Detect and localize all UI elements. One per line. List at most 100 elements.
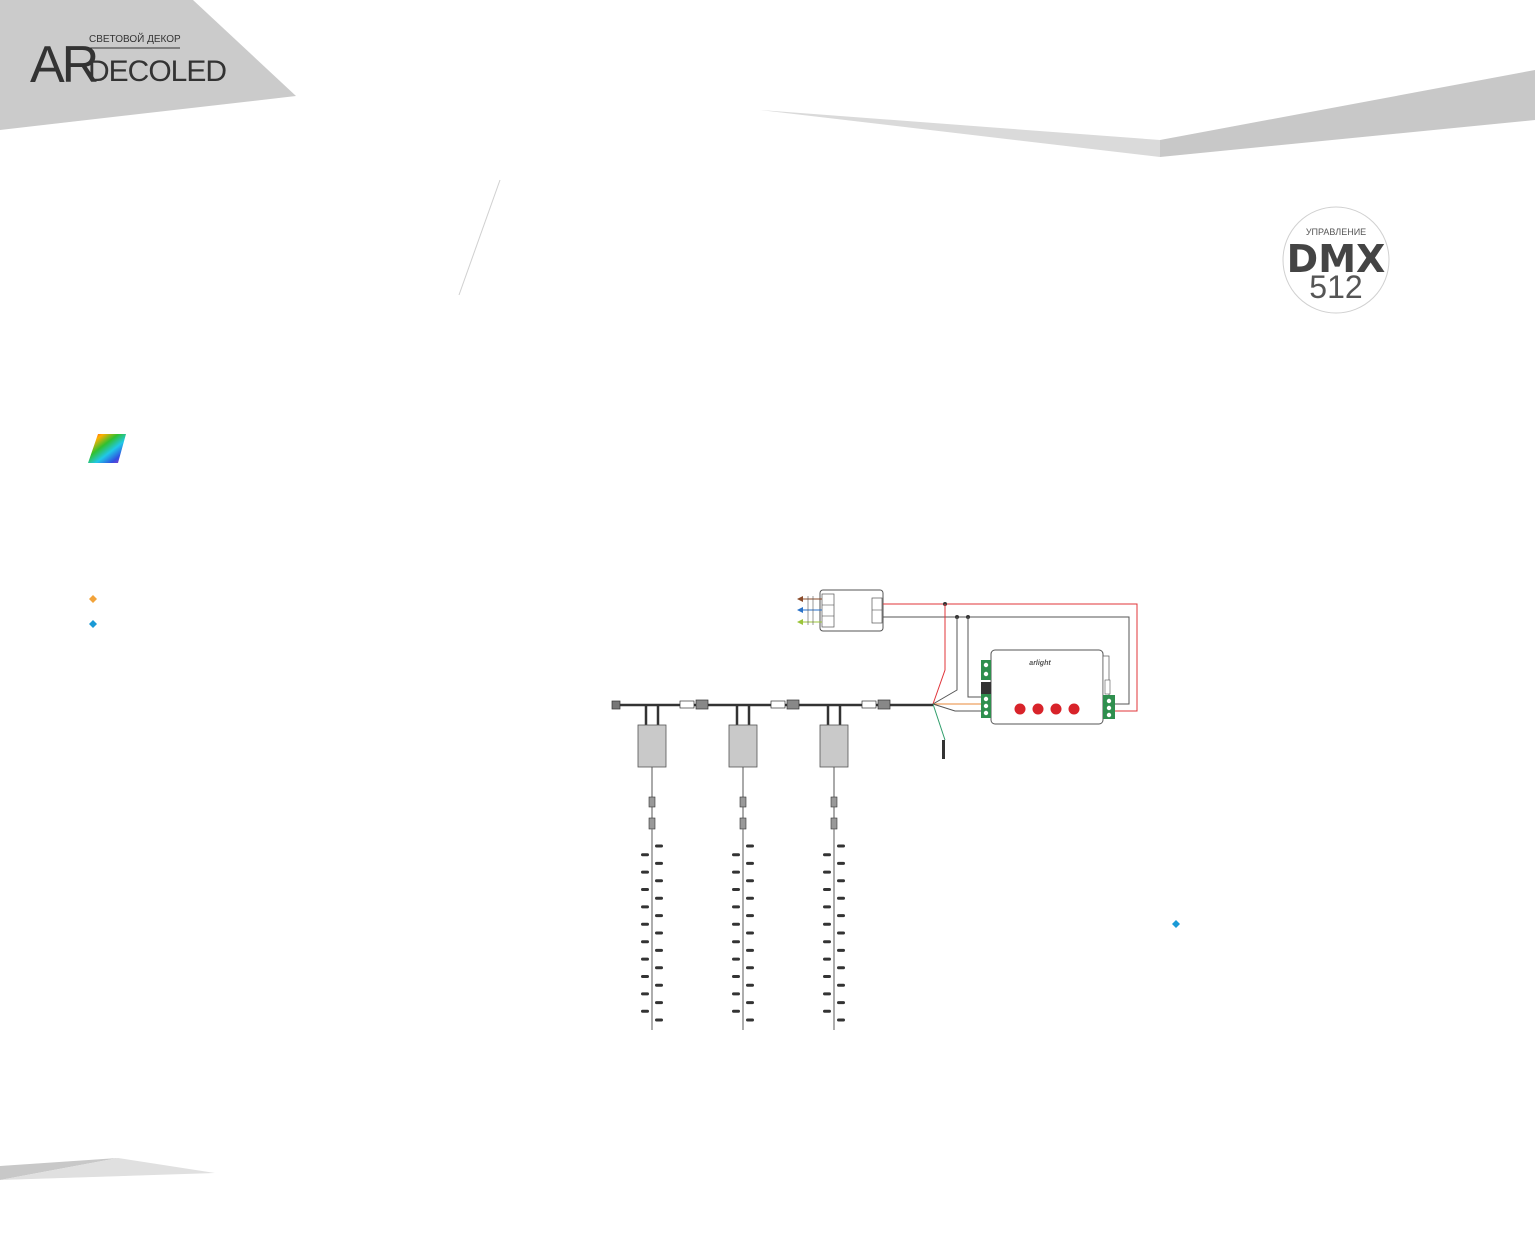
logo[interactable]: AR СВЕТОВОЙ ДЕКОР DECOLED xyxy=(30,32,227,94)
rgb-rainbow-icon xyxy=(88,434,126,463)
led-bulb xyxy=(732,940,740,944)
mains-arrow-l-icon xyxy=(797,596,803,602)
led-bulb xyxy=(837,1001,845,1005)
led-bulb xyxy=(641,975,649,978)
header-swoosh-right xyxy=(1160,70,1535,157)
psu-negative-wire xyxy=(883,616,1130,705)
controller-button-4 xyxy=(1068,703,1080,715)
led-bulb xyxy=(655,983,663,987)
decoder-branch-wire xyxy=(644,705,660,725)
badge-top-text: УПРАВЛЕНИЕ xyxy=(1306,227,1366,237)
led-bulb xyxy=(746,1001,754,1005)
led-bulb xyxy=(732,888,740,891)
led-bulb xyxy=(837,1018,845,1022)
string-connector-female xyxy=(739,817,747,830)
led-bulb xyxy=(732,870,740,874)
led-bulb xyxy=(641,888,649,891)
power-output-terminal xyxy=(871,597,883,624)
led-bulb xyxy=(823,992,831,996)
orange-bullet-icon xyxy=(89,595,97,603)
cable-connector-1 xyxy=(679,699,709,710)
led-bulb xyxy=(732,992,740,996)
led-bulb xyxy=(746,914,754,918)
led-bulb xyxy=(655,966,663,970)
led-bulb xyxy=(746,931,754,935)
string-connector-female xyxy=(830,817,838,830)
led-bulb xyxy=(641,1009,649,1013)
led-bulb xyxy=(837,844,845,848)
string-connector-male xyxy=(648,796,656,808)
decoder-branch-wire xyxy=(826,705,842,725)
wiring-diagram: arlight xyxy=(611,589,1138,1030)
led-bulb xyxy=(655,861,663,865)
led-bulb xyxy=(655,948,663,952)
branch-gray-wire xyxy=(932,617,958,705)
cable-connector-3 xyxy=(861,699,891,710)
cable-connector-2 xyxy=(770,699,800,710)
led-bulb xyxy=(655,1001,663,1005)
led-bulb xyxy=(837,879,845,883)
led-bulb xyxy=(746,896,754,900)
decoder-string-3 xyxy=(819,705,849,1030)
led-bulb xyxy=(655,844,663,848)
decor-diagonal-line xyxy=(458,179,501,296)
string-connector-male xyxy=(830,796,838,808)
decoder-branch-wire xyxy=(735,705,751,725)
led-bulb xyxy=(746,861,754,865)
led-bulb xyxy=(837,896,845,900)
dmx-controller: arlight xyxy=(981,649,1115,725)
led-bulb xyxy=(823,922,831,926)
dmx512-badge: УПРАВЛЕНИЕ DMX 512 xyxy=(1282,206,1390,314)
decoder-module xyxy=(728,724,758,768)
led-bulb xyxy=(655,879,663,883)
controller-terminal-top xyxy=(981,660,991,680)
decoder-module xyxy=(637,724,667,768)
badge-dmx-text: DMX xyxy=(1287,237,1386,281)
blue-bullet-icon xyxy=(89,620,97,628)
terminator-wire xyxy=(932,703,946,741)
led-bulb xyxy=(837,966,845,970)
led-bulb xyxy=(746,844,754,848)
led-bulb xyxy=(837,983,845,987)
power-input-terminal xyxy=(821,593,835,628)
branch-red-wire xyxy=(932,604,946,705)
led-bulb xyxy=(732,922,740,926)
led-bulb xyxy=(823,905,831,909)
led-bulb xyxy=(823,975,831,978)
mains-arrow-pe-icon xyxy=(797,619,803,625)
led-bulb xyxy=(746,983,754,987)
led-bulb xyxy=(746,879,754,883)
led-bulb xyxy=(837,931,845,935)
psu-positive-wire xyxy=(883,603,1138,712)
decoder-module xyxy=(819,724,849,768)
led-bulb xyxy=(641,870,649,874)
led-bulb xyxy=(823,870,831,874)
blue-bullet-icon-right xyxy=(1172,920,1180,928)
decoder-string-2 xyxy=(728,705,758,1030)
led-bulb xyxy=(746,966,754,970)
led-bulb xyxy=(641,957,649,961)
header-corner-shape xyxy=(0,0,296,130)
led-bulb xyxy=(641,940,649,944)
led-bulb xyxy=(655,896,663,900)
controller-button-2 xyxy=(1032,703,1044,715)
header-swoosh-left xyxy=(760,110,1160,157)
led-bulb xyxy=(837,948,845,952)
led-bulb xyxy=(823,1009,831,1013)
logo-tagline: СВЕТОВОЙ ДЕКОР xyxy=(89,32,181,45)
logo-decoled-text: DECOLED xyxy=(88,55,226,88)
led-bulb xyxy=(837,861,845,865)
led-bulb xyxy=(641,905,649,909)
led-bulb xyxy=(641,853,649,857)
led-bulb xyxy=(823,957,831,961)
led-bulb xyxy=(732,975,740,978)
led-bulb xyxy=(655,931,663,935)
mains-arrow-n-icon xyxy=(797,607,803,613)
led-bulb xyxy=(655,914,663,918)
led-bulb xyxy=(655,1018,663,1022)
led-bulb xyxy=(732,957,740,961)
decoder-strings xyxy=(637,705,849,1030)
terminator-plug xyxy=(942,740,945,759)
controller-button-3 xyxy=(1050,703,1062,715)
